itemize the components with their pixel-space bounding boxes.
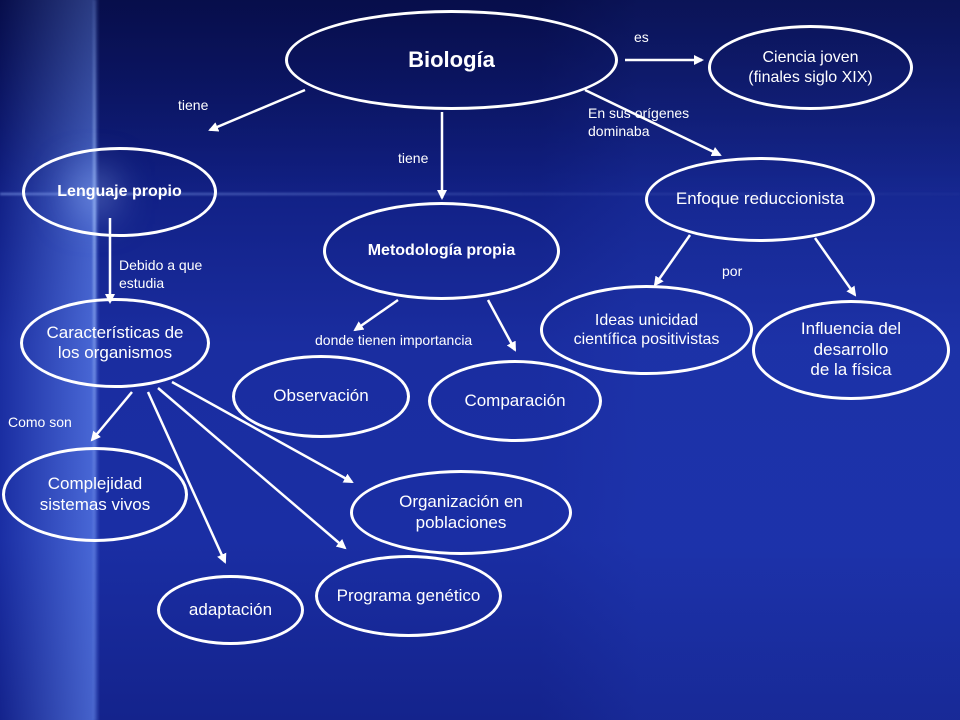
edge-caracteristicas-adaptacion [146, 391, 227, 564]
edge-label-tiene-center: tiene [398, 150, 429, 166]
background-light-horizontal [0, 193, 960, 195]
node-metodologia-propia-text: Metodología propia [367, 242, 516, 260]
node-influencia: Influencia del desarrollo de la física [752, 300, 950, 400]
edge-label-por: por [722, 263, 743, 279]
node-enfoque-reduccionista-text: Enfoque reduccionista [675, 189, 845, 209]
edge-label-es: es [634, 29, 649, 45]
edge-caracteristicas-programa [157, 387, 347, 550]
edge-label-tiene-left: tiene [178, 97, 209, 113]
node-metodologia-propia: Metodología propia [323, 202, 560, 300]
node-biologia: Biología [285, 10, 618, 110]
node-programa-genetico-text: Programa genético [336, 585, 481, 605]
node-ideas-unicidad: Ideas unicidad científica positivistas [540, 285, 753, 375]
node-observacion-text: Observación [273, 386, 369, 406]
node-biologia-text: Biología [408, 46, 495, 72]
edge-label-donde: donde tienen importancia [315, 332, 473, 348]
edge-caracteristicas-complejidad [90, 391, 133, 442]
edge-enfoque-influencia [813, 237, 857, 297]
node-adaptacion-text: adaptación [188, 599, 273, 619]
node-organizacion-text: Organización en poblaciones [399, 492, 523, 532]
node-caracteristicas-text: Características de los organismos [46, 322, 184, 362]
node-complejidad-text: Complejidad sistemas vivos [39, 474, 151, 514]
node-ciencia-joven-text: Ciencia joven (finales siglo XIX) [748, 49, 873, 86]
edge-label-origenes: En sus orígenes dominaba [588, 105, 690, 140]
edge-enfoque-ideas [653, 234, 692, 287]
node-comparacion: Comparación [428, 360, 602, 442]
edge-caracteristicas-organizacion [171, 380, 354, 484]
node-organizacion: Organización en poblaciones [350, 470, 572, 555]
node-caracteristicas: Características de los organismos [20, 298, 210, 388]
node-complejidad: Complejidad sistemas vivos [2, 447, 188, 542]
node-programa-genetico: Programa genético [315, 555, 502, 637]
edge-label-debido: Debido a que estudia [119, 257, 203, 292]
node-lenguaje-propio: Lenguaje propio [22, 147, 217, 237]
edge-metodologia-comparacion [486, 299, 517, 352]
node-lenguaje-propio-text: Lenguaje propio [57, 183, 182, 201]
node-influencia-text: Influencia del desarrollo de la física [800, 319, 902, 380]
edge-biologia-lenguaje [208, 88, 306, 132]
edge-label-como-son: Como son [8, 414, 72, 430]
edge-biologia-enfoque [584, 88, 722, 157]
node-ciencia-joven: Ciencia joven (finales siglo XIX) [708, 25, 913, 110]
node-comparacion-text: Comparación [464, 390, 566, 410]
node-enfoque-reduccionista: Enfoque reduccionista [645, 157, 875, 242]
edge-metodologia-observacion [353, 298, 399, 332]
node-ideas-unicidad-text: Ideas unicidad científica positivistas [573, 311, 720, 348]
node-observacion: Observación [232, 355, 410, 438]
node-adaptacion: adaptación [157, 575, 304, 645]
